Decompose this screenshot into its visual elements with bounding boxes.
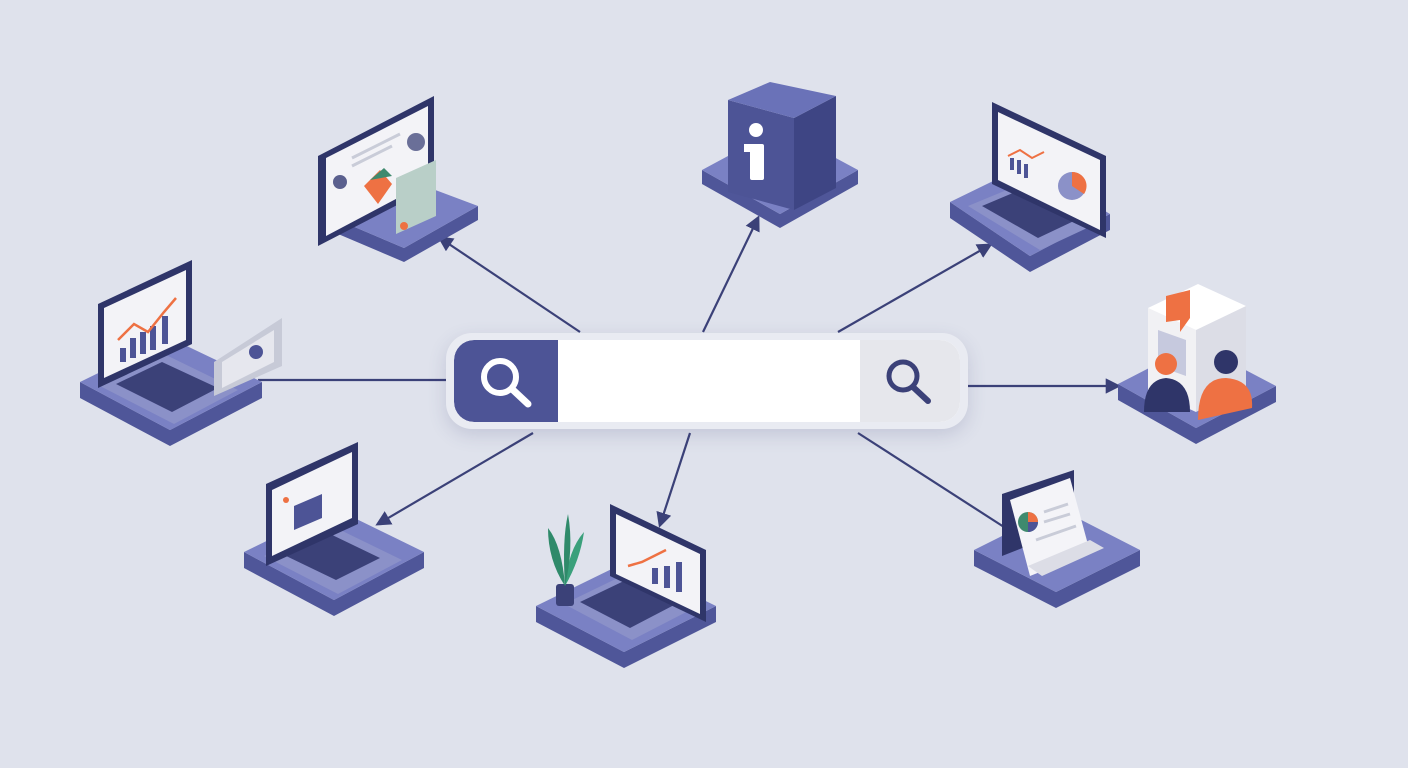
node-top-info-cube xyxy=(702,82,858,228)
platform-side xyxy=(950,202,1110,272)
text-line xyxy=(1043,502,1069,514)
platform-side xyxy=(1118,384,1276,444)
keyboard xyxy=(116,362,218,412)
card-panel xyxy=(396,160,436,234)
leaf-icon xyxy=(370,168,392,180)
platform-side xyxy=(80,382,262,446)
person-icon xyxy=(1198,350,1253,420)
keyboard xyxy=(580,580,676,628)
bar xyxy=(130,338,136,358)
secondary-search-button[interactable] xyxy=(860,340,960,422)
bar xyxy=(140,332,146,354)
bar xyxy=(664,566,670,588)
node-top-right-laptop xyxy=(950,102,1110,272)
platform-side xyxy=(536,606,716,668)
bar xyxy=(676,562,682,592)
bar xyxy=(150,326,156,350)
bar xyxy=(162,316,168,344)
chart-shape-icon xyxy=(364,170,392,204)
bar xyxy=(1024,164,1028,178)
badge-icon xyxy=(283,497,289,503)
bar xyxy=(120,348,126,362)
plant-icon xyxy=(548,514,584,606)
chat-bubble-icon xyxy=(1166,290,1190,332)
platform-side xyxy=(974,550,1140,608)
info-icon xyxy=(249,345,263,359)
cube-side xyxy=(794,96,836,210)
text-line xyxy=(1043,512,1071,524)
keyboard xyxy=(982,190,1076,238)
search-bar-inner xyxy=(454,340,960,422)
bar xyxy=(1017,160,1021,174)
laptop-screen xyxy=(998,112,1100,230)
node-right-people xyxy=(1118,284,1276,444)
cube-top xyxy=(728,82,836,118)
screen-line xyxy=(351,144,393,168)
platform-side xyxy=(244,552,424,616)
connector-bottom-left xyxy=(375,432,534,526)
magnifier-icon xyxy=(886,359,931,404)
connector-top-left xyxy=(437,236,581,333)
avatar-icon xyxy=(333,175,347,189)
connectors xyxy=(258,215,1122,528)
platform-side xyxy=(702,170,858,228)
trend-line xyxy=(117,297,177,341)
document-base xyxy=(1028,540,1104,576)
monitor-screen xyxy=(326,106,428,236)
trend-line xyxy=(627,548,667,568)
search-input[interactable] xyxy=(558,340,860,422)
badge-icon xyxy=(400,222,408,230)
node-top-left-dashboard xyxy=(318,96,478,262)
info-icon xyxy=(744,123,764,180)
search-bar xyxy=(446,333,968,429)
phone-screen xyxy=(222,330,274,388)
bar xyxy=(652,568,658,584)
profile-icon xyxy=(407,133,425,151)
platform-side xyxy=(324,206,478,262)
connector-top xyxy=(702,215,760,333)
connector-bottom-right xyxy=(857,432,1005,528)
text-line xyxy=(1035,524,1077,542)
pie-slice xyxy=(1028,512,1038,522)
person-icon xyxy=(1144,353,1190,412)
node-bottom-left-laptop xyxy=(244,442,424,616)
connector-top-right xyxy=(837,243,993,333)
node-left-laptop xyxy=(80,260,282,446)
pie-slice xyxy=(1072,171,1087,194)
screen-line xyxy=(351,132,401,160)
trend-line xyxy=(1007,148,1045,160)
pie-slice xyxy=(1028,522,1038,532)
magnifier-icon xyxy=(481,358,532,408)
node-bottom-center-laptop xyxy=(536,504,716,668)
bar xyxy=(1010,158,1014,170)
search-button[interactable] xyxy=(454,340,558,422)
video-icon xyxy=(294,494,322,530)
connector-bottom xyxy=(656,432,692,528)
node-bottom-right-document xyxy=(974,470,1140,608)
